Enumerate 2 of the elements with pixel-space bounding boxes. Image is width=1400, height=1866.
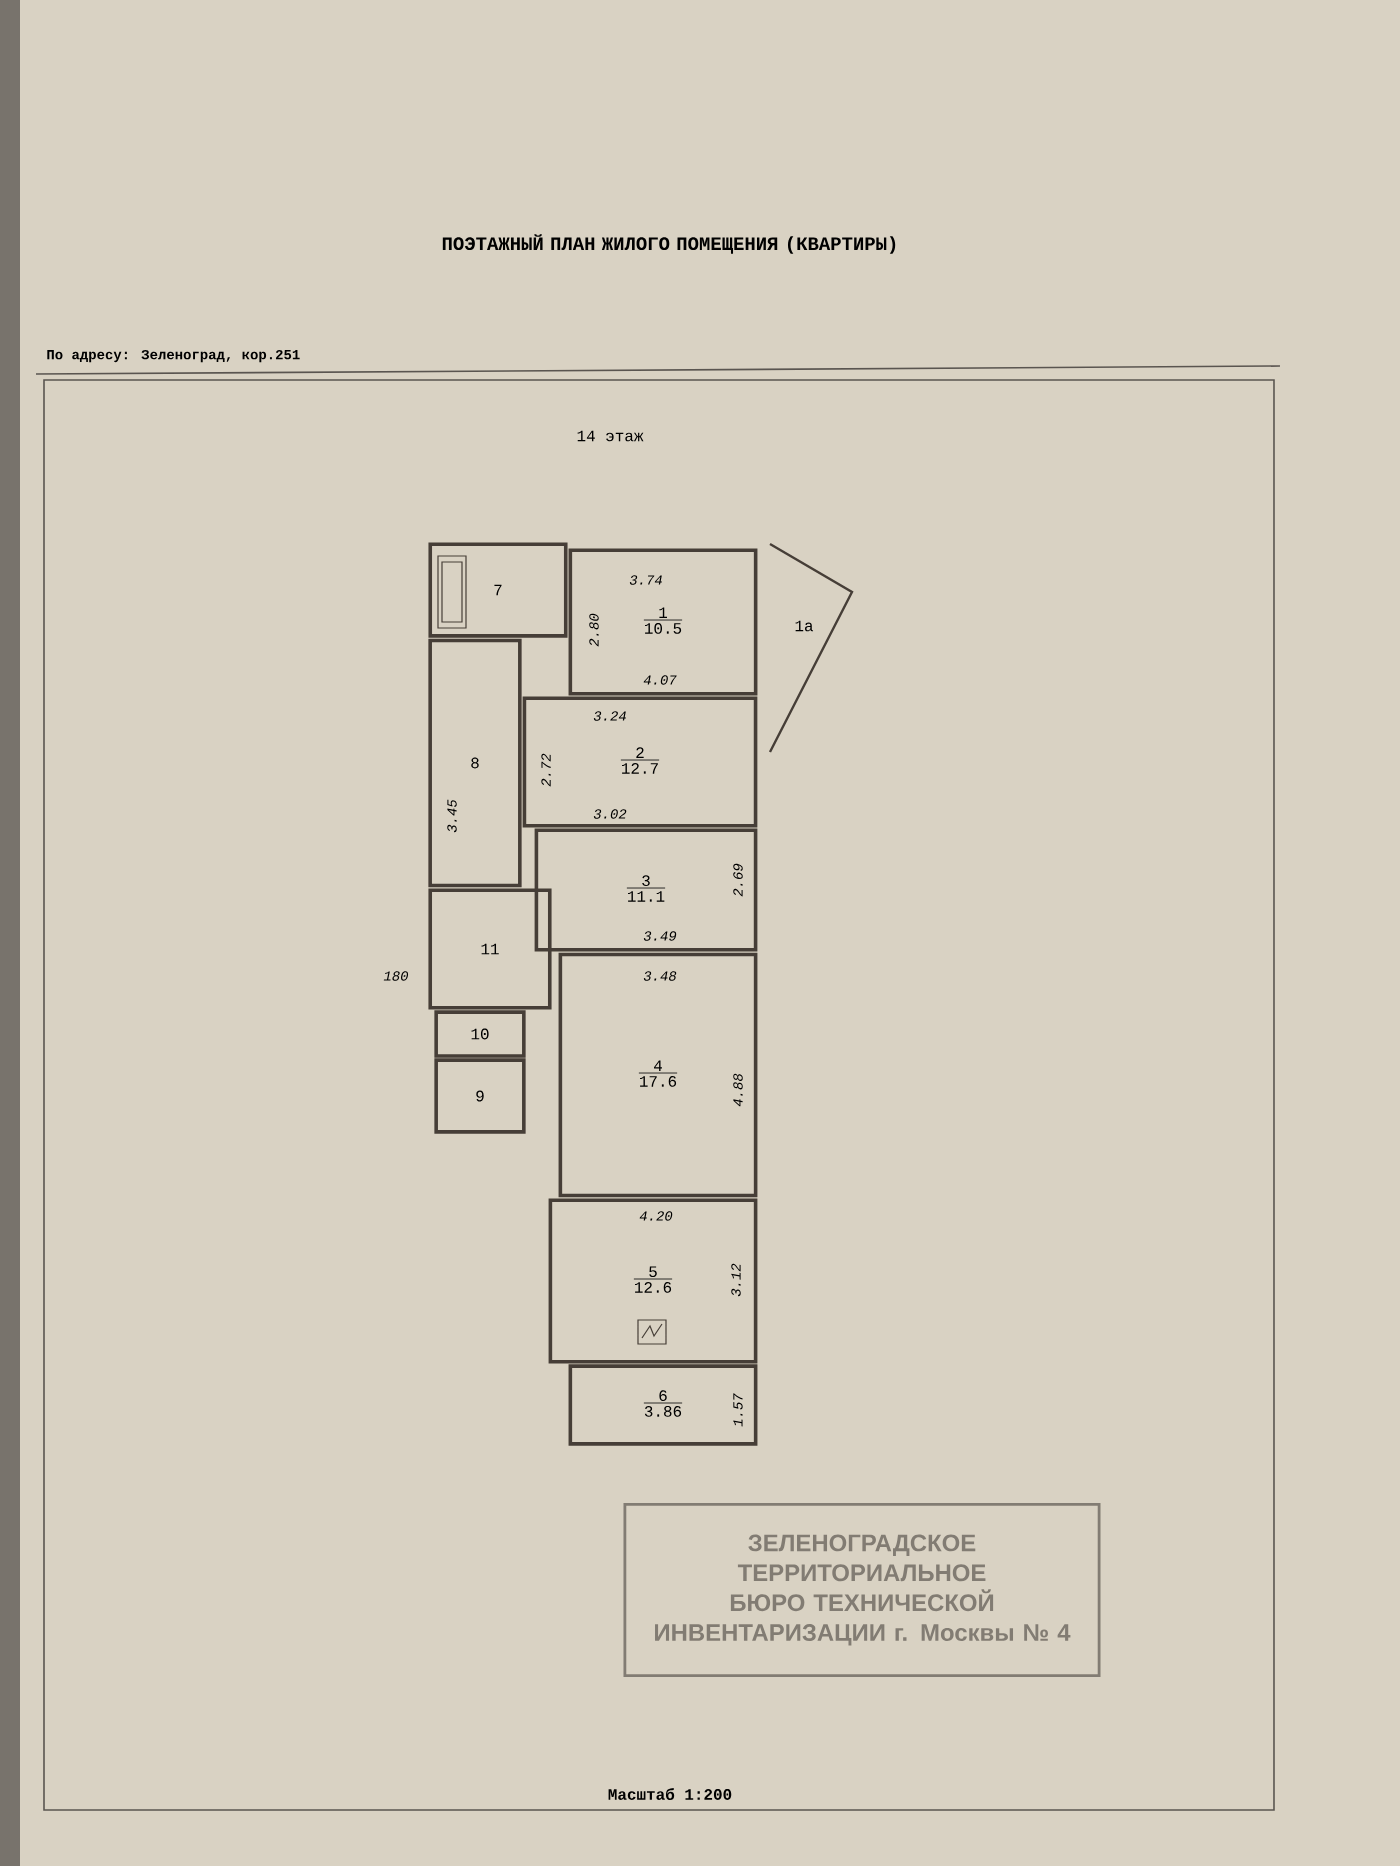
stamp: ЗЕЛЕНОГРАДСКОЕ ТЕРРИТОРИАЛЬНОЕ БЮРО ТЕХНИЧЕСКОЙ ИНВЕНТАРИЗАЦИИ г. Москвы № 4 [623,1502,1101,1678]
title: ПОЭТАЖНЫЙ ПЛАН ЖИЛОГО ПОМЕЩЕНИЯ (КВАРТИРЫ) [442,234,896,254]
